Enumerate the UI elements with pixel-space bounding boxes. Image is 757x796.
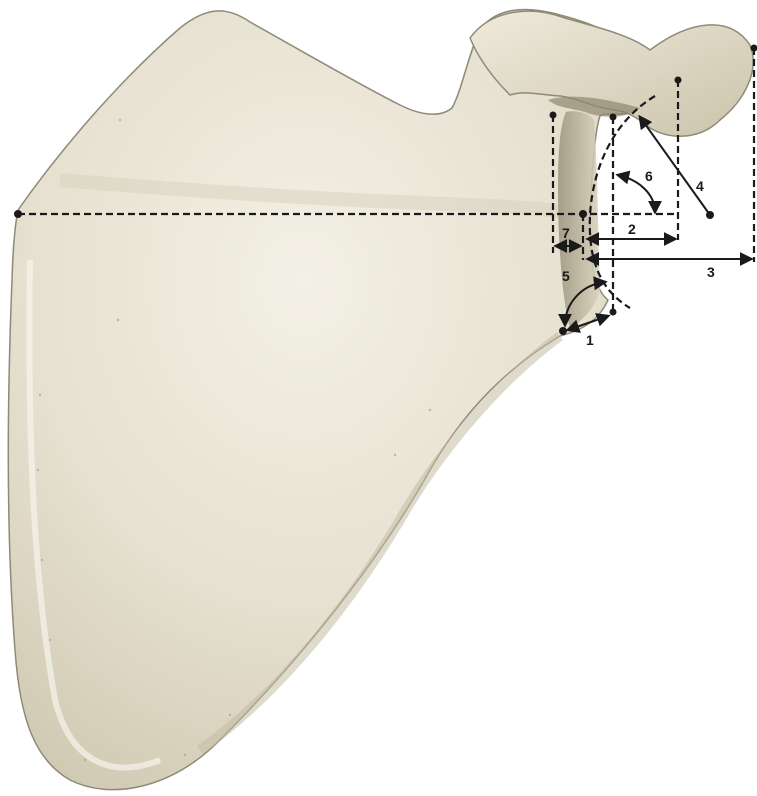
glenoid-arc [590, 96, 655, 308]
label-1: 1 [586, 332, 594, 348]
scapula-bone [8, 10, 753, 790]
label-3: 3 [707, 264, 715, 280]
inferior-glenoid-point [559, 327, 567, 335]
label-5: 5 [562, 268, 570, 284]
label-4: 4 [696, 178, 704, 194]
measure-4-origin-point [706, 211, 714, 219]
vertical-left-top-point [550, 112, 557, 119]
glenoid-rim-top-point [610, 114, 617, 121]
label-6: 6 [645, 168, 653, 184]
label-7: 7 [562, 225, 570, 241]
glenoid-rim-bottom-point [610, 309, 617, 316]
glenoid-cavity [558, 111, 600, 328]
label-2: 2 [628, 221, 636, 237]
acromion-tip-point [675, 77, 682, 84]
spine-axis-medial-point [14, 210, 22, 218]
